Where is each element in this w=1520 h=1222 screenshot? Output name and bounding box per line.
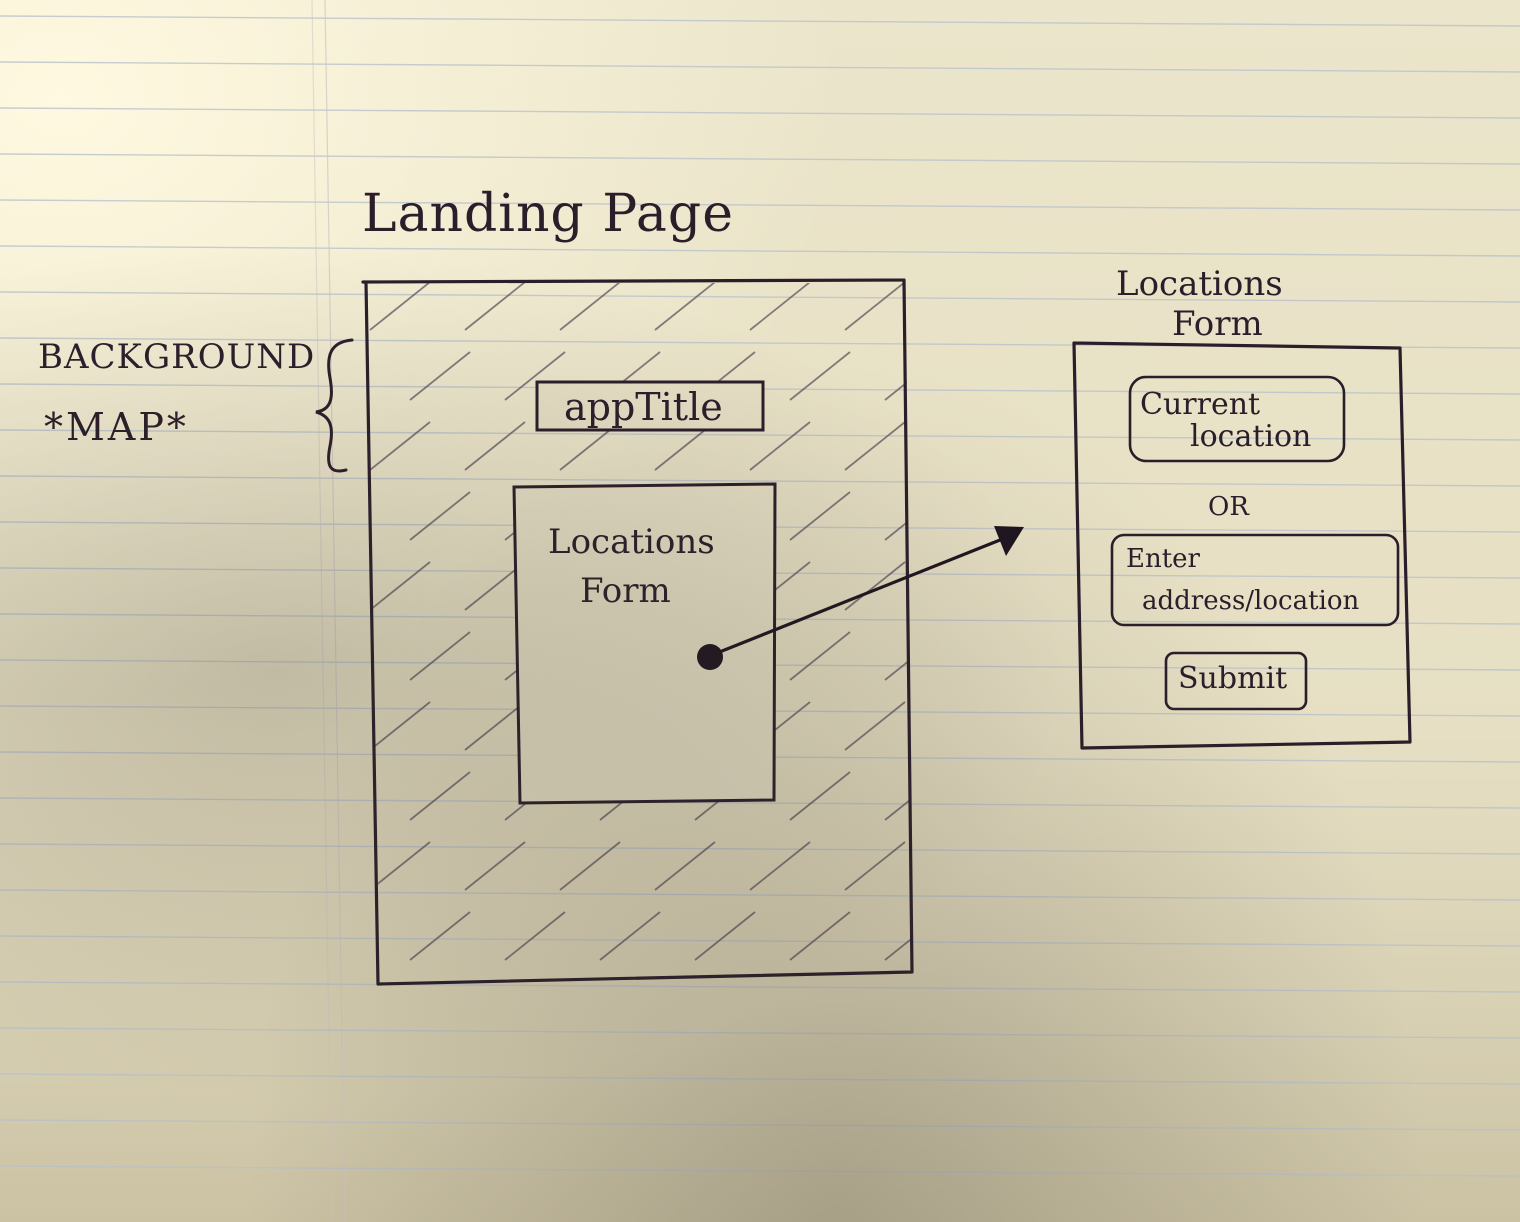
detail-form-frame (1072, 341, 1412, 750)
hatch-stroke (369, 561, 431, 611)
hatch-stroke (559, 283, 621, 331)
rule-line (0, 935, 1520, 947)
background-label: BACKGROUND (38, 337, 316, 377)
hatch-stroke (369, 283, 431, 331)
rule-line (0, 291, 1520, 303)
submit-button-outline (1164, 651, 1308, 711)
hatch-stroke (844, 841, 906, 891)
hatch-stroke (884, 911, 912, 961)
current-location-label-line1: Current (1140, 387, 1261, 422)
rule-line (0, 153, 1520, 165)
hatch-stroke (884, 631, 912, 681)
hatch-stroke (789, 631, 851, 681)
inner-form-label-line2: Form (580, 571, 671, 611)
hatch-stroke (789, 491, 851, 541)
hatch-stroke (599, 911, 661, 961)
current-location-label-line2: location (1190, 419, 1312, 454)
hatch-stroke (694, 911, 756, 961)
rule-line (0, 797, 1520, 809)
landing-page-title: Landing Page (362, 184, 734, 244)
hatch-stroke (789, 911, 851, 961)
rule-line (0, 15, 1520, 27)
hatch-stroke (884, 351, 912, 401)
arrow-origin-dot (697, 644, 723, 670)
hatch-stroke (884, 771, 912, 821)
hatch-stroke (749, 421, 811, 471)
hatch-stroke (844, 701, 906, 751)
rule-line (0, 199, 1520, 211)
rule-line (0, 889, 1520, 901)
hatch-stroke (504, 351, 566, 401)
hatch-stroke (464, 841, 526, 891)
hatch-stroke (789, 771, 851, 821)
hatch-stroke (369, 421, 431, 471)
address-placeholder-line1: Enter (1126, 544, 1200, 574)
hatch-stroke (844, 421, 906, 471)
rule-line (0, 1165, 1520, 1177)
rule-line (0, 429, 1520, 441)
hatch-stroke (749, 283, 811, 331)
hatch-stroke (409, 771, 471, 821)
or-separator: OR (1208, 492, 1249, 522)
rule-line (0, 1119, 1520, 1131)
current-location-button-outline (1128, 375, 1346, 463)
hatch-stroke (749, 841, 811, 891)
hatch-stroke (369, 701, 431, 751)
hatch-stroke (409, 491, 471, 541)
rule-line (0, 475, 1520, 487)
landing-page-frame (361, 278, 914, 986)
rule-line (0, 61, 1520, 73)
hatch-stroke (504, 911, 566, 961)
hatch-stroke (559, 841, 621, 891)
hatch-stroke (464, 701, 526, 751)
rule-line (0, 1027, 1520, 1039)
hatch-stroke (789, 351, 851, 401)
app-title-label: appTitle (564, 385, 723, 429)
arrow-connector (697, 526, 1024, 670)
detail-form-title-line2: Form (1172, 304, 1263, 344)
inner-form-label-line1: Locations (548, 522, 715, 562)
hatch-stroke (369, 841, 431, 891)
map-label: *MAP* (44, 405, 189, 449)
app-title-box (535, 380, 765, 432)
rule-line (0, 981, 1520, 993)
hatch-stroke (844, 283, 906, 331)
hatch-stroke (409, 351, 471, 401)
hatch-stroke (844, 561, 906, 611)
address-input-outline (1110, 533, 1400, 627)
brace-symbol (315, 338, 354, 473)
rule-line (0, 1073, 1520, 1085)
hatch-stroke (654, 841, 716, 891)
hatch-stroke (464, 421, 526, 471)
inner-locations-form-box (512, 482, 777, 805)
rule-line (0, 107, 1520, 119)
hatch-stroke (409, 911, 471, 961)
hatch-stroke (464, 283, 526, 331)
arrow-head (994, 526, 1024, 556)
hatch-stroke (654, 283, 716, 331)
rule-line (0, 245, 1520, 257)
hatch-stroke (409, 631, 471, 681)
detail-form-title-line1: Locations (1116, 264, 1283, 304)
address-placeholder-line2: address/location (1142, 586, 1360, 616)
submit-button-label: Submit (1178, 661, 1288, 696)
rule-line (0, 843, 1520, 855)
hatch-stroke (884, 491, 912, 541)
